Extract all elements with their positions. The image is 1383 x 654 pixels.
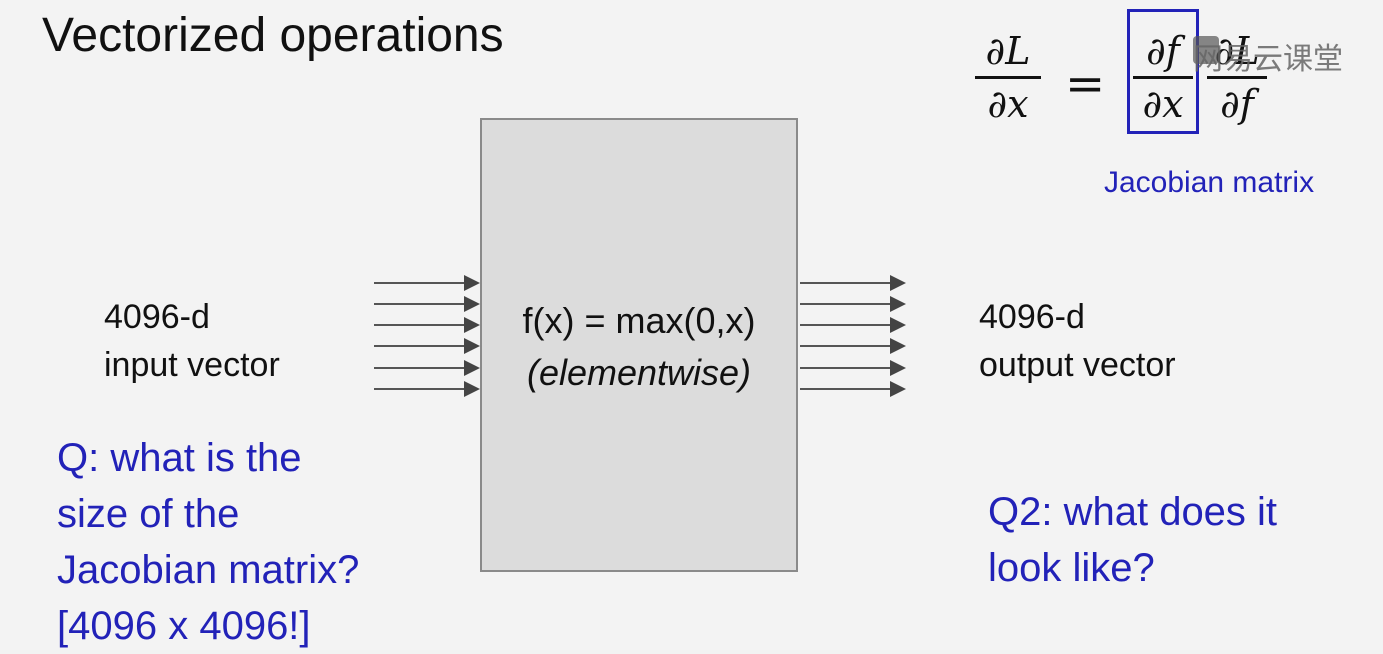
output-dim: 4096-d [979,298,1085,336]
elementwise-note: (elementwise) [526,352,752,393]
input-vector-label: 4096-d input vector [104,293,280,389]
jacobian-matrix-label: Jacobian matrix [1104,166,1315,199]
question-2-line: look like? [988,546,1155,590]
question-2-line: Q2: what does it [988,490,1278,534]
slide-title: Vectorized operations [42,9,504,62]
equals-sign: = [1065,56,1106,112]
question-1-line: size of the [57,492,240,536]
watermark-text: 网易云课堂 [1193,42,1343,77]
jacobian-fraction: ∂f ∂x [1133,28,1193,127]
function-formula: f(x) = max(0,x) [522,300,756,341]
lhs-numerator: ∂L [985,29,1031,73]
lhs-denominator: ∂x [987,82,1029,126]
rhs-denominator: ∂f [1220,82,1254,126]
jacobian-numerator: ∂f [1146,29,1180,73]
watermark-logo-icon [1193,36,1219,64]
jacobian-denominator: ∂x [1142,82,1184,126]
rhs-numerator: ∂L [1214,29,1260,73]
question-1-answer: [4096 x 4096!] [57,604,311,648]
input-arrows [374,275,480,397]
output-vector-label: 4096-d output vector [979,293,1176,389]
lhs-fraction: ∂L ∂x [975,28,1041,127]
output-desc: output vector [979,346,1176,384]
question-1: Q: what is the size of the Jacobian matr… [57,430,359,654]
question-1-line: Q: what is the [57,436,302,480]
input-dim: 4096-d [104,298,210,336]
input-desc: input vector [104,346,280,384]
jacobian-highlight-box [1127,9,1199,134]
question-2: Q2: what does it look like? [988,484,1277,596]
function-box: f(x) = max(0,x) (elementwise) [480,118,798,572]
rhs-fraction: ∂L ∂f [1207,28,1267,127]
output-arrows [800,275,906,397]
question-1-line: Jacobian matrix? [57,548,360,592]
